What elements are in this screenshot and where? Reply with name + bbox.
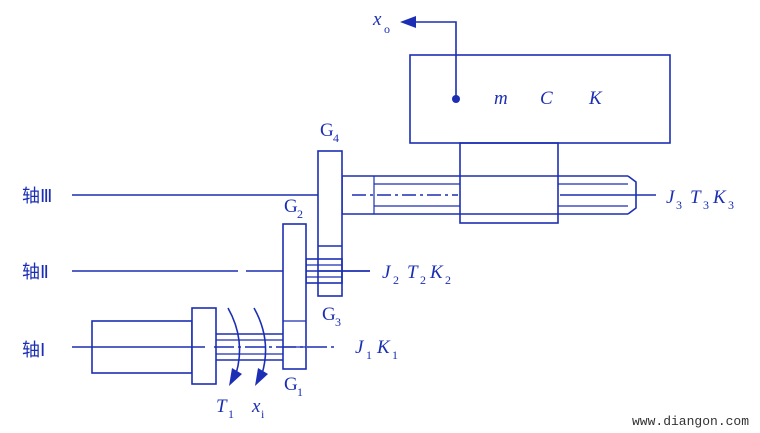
torque-arrow-t1: [227, 307, 241, 375]
svg-text:1: 1: [366, 348, 372, 362]
svg-text:K: K: [429, 262, 444, 283]
gear-label-g3: G 3: [322, 304, 341, 329]
svg-text:3: 3: [703, 198, 709, 212]
gear-g2: [282, 223, 307, 370]
svg-text:G: G: [284, 374, 298, 395]
svg-text:T: T: [216, 396, 228, 417]
output-leader: [412, 21, 457, 99]
svg-text:G: G: [320, 120, 334, 141]
torque-label-t1: T 1: [216, 396, 234, 421]
watermark: www.diangon.com: [632, 414, 749, 429]
svg-text:2: 2: [420, 273, 426, 287]
shaft1-label: 轴Ⅰ: [22, 340, 45, 361]
gear-g4: [317, 150, 343, 297]
svg-text:K: K: [376, 337, 391, 358]
svg-text:G: G: [322, 304, 336, 325]
svg-text:i: i: [261, 407, 265, 421]
shaft3-coupling: [459, 142, 559, 224]
output-arrowhead: [400, 16, 416, 28]
gear-label-g2: G 2: [284, 196, 303, 221]
svg-text:J: J: [355, 337, 365, 358]
rotation-label-xi: x i: [251, 396, 265, 421]
svg-text:J: J: [666, 187, 676, 208]
mass-label: m: [494, 88, 508, 109]
svg-text:1: 1: [392, 348, 398, 362]
rotation-arrow-x1: [253, 307, 267, 375]
svg-text:1: 1: [297, 385, 303, 399]
shaft3-label: 轴Ⅲ: [22, 186, 52, 207]
output-symbol: x: [372, 9, 382, 30]
stiffness-label: K: [588, 88, 603, 109]
svg-text:2: 2: [445, 273, 451, 287]
svg-text:2: 2: [393, 273, 399, 287]
svg-text:4: 4: [333, 131, 339, 145]
shaft1-flange: [191, 307, 217, 385]
svg-text:J: J: [382, 262, 392, 283]
svg-text:2: 2: [297, 207, 303, 221]
svg-text:G: G: [284, 196, 298, 217]
shaft2-params: J 2 T 2 K 2: [382, 262, 451, 287]
svg-text:3: 3: [676, 198, 682, 212]
damping-label: C: [540, 88, 553, 109]
svg-text:x: x: [251, 396, 261, 417]
shaft3-params: J 3 T 3 K 3: [666, 187, 734, 212]
svg-text:3: 3: [335, 315, 341, 329]
svg-text:3: 3: [728, 198, 734, 212]
svg-text:1: 1: [228, 407, 234, 421]
svg-text:T: T: [690, 187, 702, 208]
gear-label-g1: G 1: [284, 374, 303, 399]
shaft1-params: J 1 K 1: [355, 337, 398, 362]
output-subscript: o: [384, 22, 390, 36]
svg-text:K: K: [712, 187, 727, 208]
shaft2-label: 轴Ⅱ: [22, 262, 49, 283]
gear-label-g4: G 4: [320, 120, 339, 145]
svg-text:T: T: [407, 262, 419, 283]
